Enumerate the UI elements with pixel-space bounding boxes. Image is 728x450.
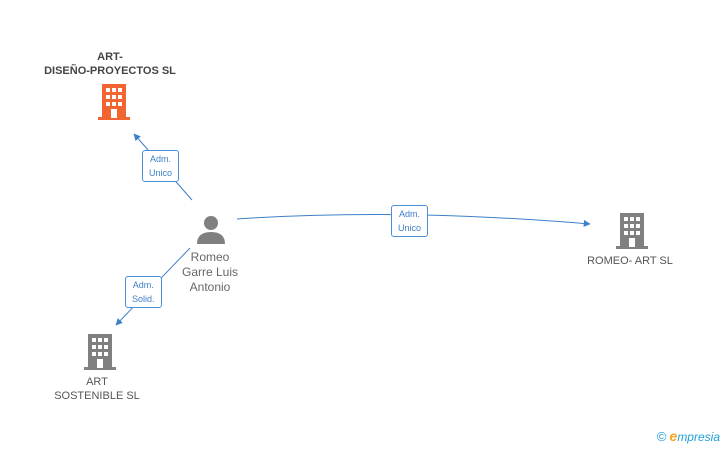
art-sostenible-label: ART SOSTENIBLE SL [40, 375, 154, 403]
edge-label-romeo-art-line2: Unico [398, 223, 422, 233]
art-sostenible-line2: SOSTENIBLE SL [54, 390, 140, 402]
edge-label-art-diseno: Adm. Unico [142, 150, 180, 182]
edge-label-art-diseno-line1: Adm. [150, 154, 172, 164]
romeo-art-label: ROMEO- ART SL [572, 254, 688, 268]
art-diseno-line1: ART- [97, 51, 123, 63]
empresia-logo: ©empresia [657, 428, 720, 444]
person-line3: Antonio [189, 280, 231, 294]
person-label: Romeo Garre Luis Antonio [160, 250, 260, 295]
art-diseno-line2: DISEÑO-PROYECTOS SL [44, 65, 176, 77]
copyright-icon: © [656, 429, 667, 444]
edge-label-art-sostenible-line2: Solid. [132, 294, 155, 304]
building-icon-art-sostenible[interactable] [84, 334, 116, 370]
edge-label-romeo-art-line1: Adm. [399, 209, 421, 219]
brand-initial: e [669, 428, 678, 444]
building-icon-romeo-art[interactable] [616, 213, 648, 249]
person-line1: Romeo [190, 250, 230, 264]
art-sostenible-line1: ART [86, 376, 108, 388]
art-diseno-label: ART- DISEÑO-PROYECTOS SL [30, 50, 190, 78]
brand-rest: mpresia [677, 430, 720, 444]
romeo-art-line1: ROMEO- ART SL [587, 255, 673, 267]
person-icon[interactable] [196, 214, 226, 244]
edge-label-art-sostenible-line1: Adm. [132, 280, 154, 290]
building-icon-orange[interactable] [98, 84, 130, 120]
edge-label-romeo-art: Adm. Unico [391, 205, 429, 237]
edge-label-art-diseno-line2: Unico [149, 168, 173, 178]
person-line2: Garre Luis [181, 265, 239, 279]
edge-label-art-sostenible: Adm. Solid. [125, 276, 162, 308]
